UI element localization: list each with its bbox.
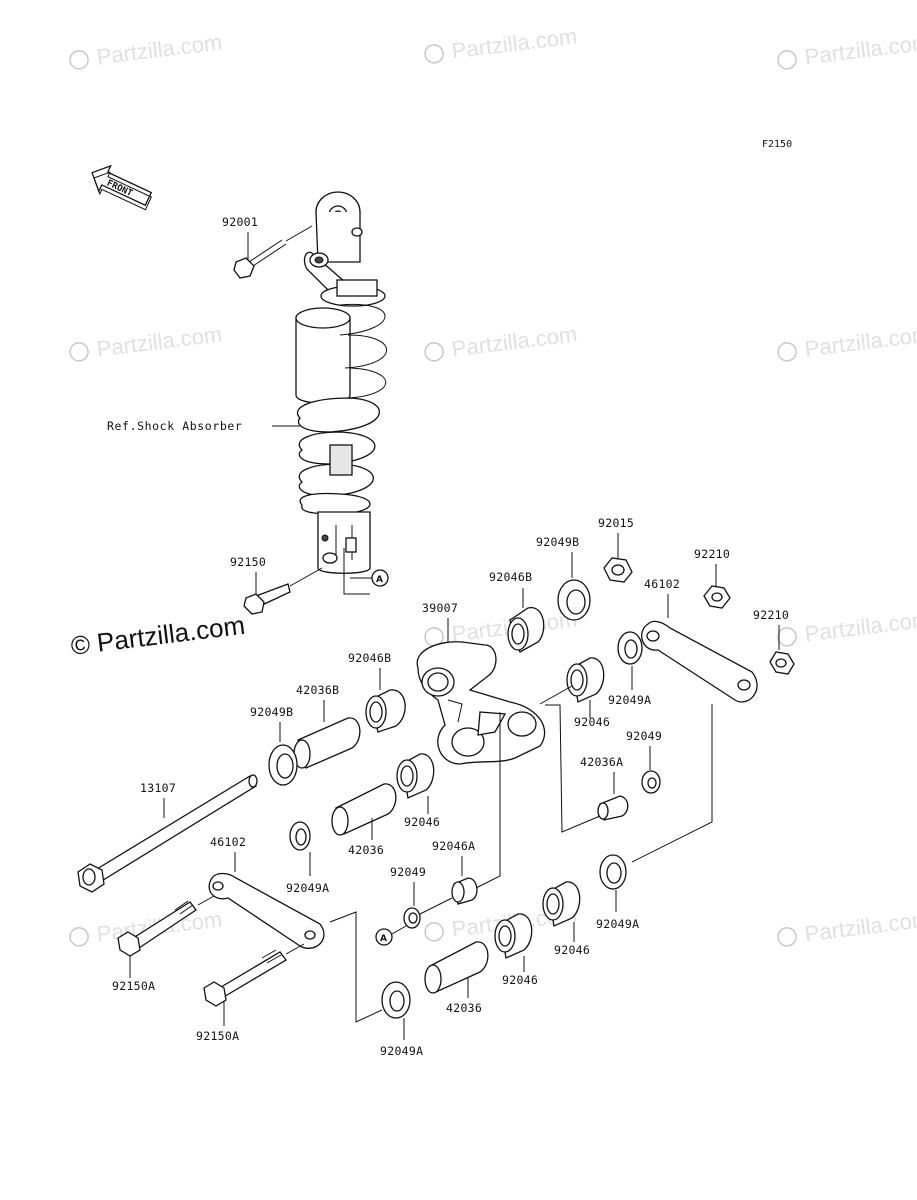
label-46102-left: 46102 — [210, 835, 246, 849]
part-92150A-bolt-1: 92150A — [112, 895, 215, 993]
label-92046B-top: 92046B — [489, 570, 532, 584]
callout-letter: A — [380, 934, 387, 944]
label-46102-right: 46102 — [644, 577, 680, 591]
label-42036-mid: 42036 — [348, 843, 384, 857]
part-92049B-washer-top: 92049B — [536, 535, 591, 621]
label-92049A-r2: 92049A — [596, 917, 639, 931]
part-92046-bearing-mid: 92046 — [396, 753, 440, 829]
copyright-icon — [777, 342, 797, 362]
copyright-icon — [777, 627, 797, 647]
part-92210-nut-b: 92210 — [753, 608, 795, 675]
label-92049B-left: 92049B — [250, 705, 293, 719]
label-92046-bot: 92046 — [502, 973, 538, 987]
part-92046-bearing-r1: 92046 — [566, 657, 610, 729]
part-92210-nut-a: 92210 — [694, 547, 731, 609]
label-92210-b: 92210 — [753, 608, 789, 622]
part-46102-link-left: 46102 — [208, 835, 325, 949]
copyright-icon — [424, 342, 444, 362]
label-92049A-bot: 92049A — [380, 1044, 423, 1058]
front-arrow-icon: FRONT — [91, 164, 153, 211]
part-92049B-washer-left: 92049B — [250, 705, 298, 786]
part-92150A-bolt-2: 92150A — [196, 943, 305, 1043]
shock-absorber — [295, 191, 388, 574]
part-39007-rocker-arm: 39007 — [416, 601, 546, 765]
part-92049-washer-mid: 92049 — [390, 865, 453, 929]
label-92150A-2: 92150A — [196, 1029, 239, 1043]
part-92049A-washer-r2: 92049A — [596, 854, 639, 931]
part-92001-bolt: 92001 — [222, 215, 313, 279]
watermark-text: Partzilla.com — [450, 321, 578, 361]
label-92049-r: 92049 — [626, 729, 662, 743]
part-92046A-bearing: 92046A — [432, 712, 501, 905]
part-42036-sleeve-bottom: 42036 — [424, 941, 489, 1015]
copyright-icon — [69, 342, 89, 362]
watermark: Partzilla.com — [777, 606, 917, 647]
diagram-code: F2150 — [762, 139, 792, 150]
part-92049A-washer-bottom: 92049A — [329, 911, 423, 1058]
label-13107: 13107 — [140, 781, 176, 795]
part-92049-washer-r: 92049 — [626, 729, 662, 794]
copyright-icon — [777, 927, 797, 947]
part-92015-nut: 92015 — [598, 516, 634, 583]
label-92150A-1: 92150A — [112, 979, 155, 993]
watermark: Partzilla.com — [777, 29, 917, 70]
copyright-icon — [777, 50, 797, 70]
label-92210-a: 92210 — [694, 547, 730, 561]
watermark-text: Partzilla.com — [803, 29, 917, 69]
label-92049A-r1: 92049A — [608, 693, 651, 707]
part-92150-bolt: 92150 — [230, 555, 323, 615]
label-92046-r2: 92046 — [554, 943, 590, 957]
watermark-text: Partzilla.com — [450, 23, 578, 63]
label-92001: 92001 — [222, 215, 258, 229]
copyright-icon — [424, 922, 444, 942]
label-92046A: 92046A — [432, 839, 475, 853]
label-92046-mid: 92046 — [404, 815, 440, 829]
watermark-main-text: © Partzilla.com — [69, 610, 247, 661]
label-92150: 92150 — [230, 555, 266, 569]
part-92046B-bearing-left: 92046B — [348, 651, 406, 733]
copyright-icon — [424, 44, 444, 64]
part-42036-sleeve-mid: 42036 — [331, 783, 397, 857]
watermark: Partzilla.com — [69, 321, 223, 362]
watermark: Partzilla.com — [69, 29, 223, 70]
watermark-text: Partzilla.com — [95, 321, 223, 361]
watermark-text: Partzilla.com — [803, 321, 917, 361]
callout-a-bottom: A — [375, 925, 407, 946]
watermark-main: © Partzilla.com — [69, 610, 247, 661]
watermark: Partzilla.com — [424, 321, 578, 362]
watermark: Partzilla.com — [777, 321, 917, 362]
label-92046-r1: 92046 — [574, 715, 610, 729]
label-92049-mid: 92049 — [390, 865, 426, 879]
copyright-icon — [69, 927, 89, 947]
label-92046B-left: 92046B — [348, 651, 391, 665]
watermark: Partzilla.com — [777, 906, 917, 947]
label-92049A-mid: 92049A — [286, 881, 329, 895]
watermark-text: Partzilla.com — [803, 606, 917, 646]
watermark-text: Partzilla.com — [803, 906, 917, 946]
watermark-text: Partzilla.com — [95, 29, 223, 69]
part-92049A-washer-mid: 92049A — [286, 821, 329, 895]
label-42036B: 42036B — [296, 683, 339, 697]
label-42036A: 42036A — [580, 755, 623, 769]
watermark: Partzilla.com — [424, 23, 578, 64]
part-92046-bearing-bottom: 92046 — [494, 913, 538, 987]
part-46102-link-right: 46102 — [641, 577, 758, 703]
part-42036A-collar: 42036A — [580, 755, 629, 821]
part-92046-bearing-r2: 92046 — [542, 881, 590, 957]
label-92049B-top: 92049B — [536, 535, 579, 549]
label-42036-bot: 42036 — [446, 1001, 482, 1015]
label-39007: 39007 — [422, 601, 458, 615]
part-92049A-washer-r1: 92049A — [608, 631, 651, 707]
label-92015: 92015 — [598, 516, 634, 530]
part-92046B-bearing-top: 92046B — [489, 570, 545, 653]
callout-letter: A — [376, 575, 383, 585]
part-42036B-sleeve: 42036B — [293, 683, 361, 769]
ref-shock-absorber-label: Ref.Shock Absorber — [107, 419, 242, 433]
callout-a-top: A — [343, 548, 389, 595]
copyright-icon — [69, 50, 89, 70]
part-13107-shaft: 13107 — [77, 774, 258, 893]
